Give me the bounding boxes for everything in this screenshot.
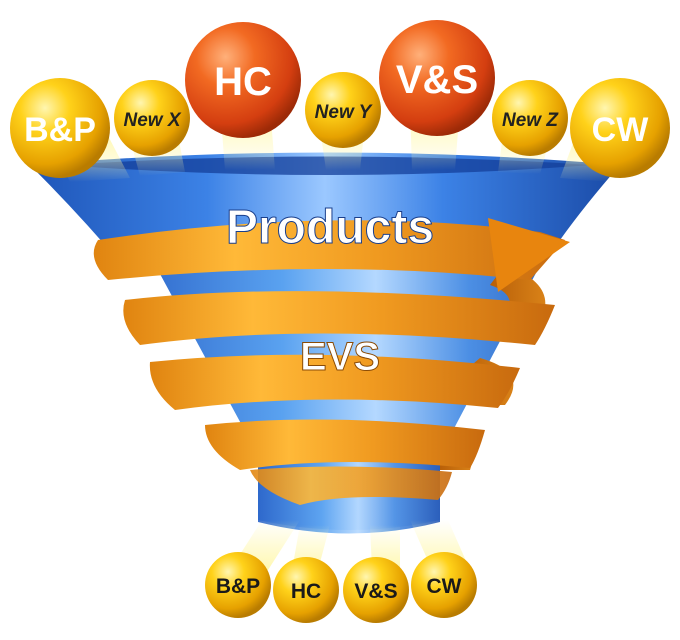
top-ball-hc: HC [185, 22, 301, 138]
ball-label: V&S [354, 580, 397, 603]
ball-label: New Y [315, 102, 374, 123]
ball-label: CW [427, 575, 462, 598]
ribbon-arrowhead [488, 218, 570, 292]
bottom-ball-cw: CW [411, 552, 477, 618]
ribbon-spiral [93, 218, 570, 505]
ball-label: B&P [216, 575, 260, 598]
ball-label: HC [291, 580, 321, 603]
top-ball-bp: B&P [10, 78, 110, 178]
top-ball-cw: CW [570, 78, 670, 178]
top-ball-vs: V&S [379, 20, 495, 136]
products-label: Products [226, 201, 434, 254]
evs-label: EVS [300, 335, 380, 379]
ball-label: V&S [396, 58, 478, 102]
ball-label: HC [214, 60, 272, 104]
bottom-ball-vs: V&S [343, 557, 409, 623]
ball-label: New Z [502, 110, 559, 131]
ball-label: CW [592, 111, 650, 149]
top-ball-new-x: New X [114, 80, 190, 156]
top-ball-new-y: New Y [305, 72, 381, 148]
ball-label: B&P [24, 111, 96, 149]
bottom-ball-bp: B&P [205, 552, 271, 618]
top-ball-new-z: New Z [492, 80, 568, 156]
ball-label: New X [123, 110, 181, 131]
bottom-ball-hc: HC [273, 557, 339, 623]
